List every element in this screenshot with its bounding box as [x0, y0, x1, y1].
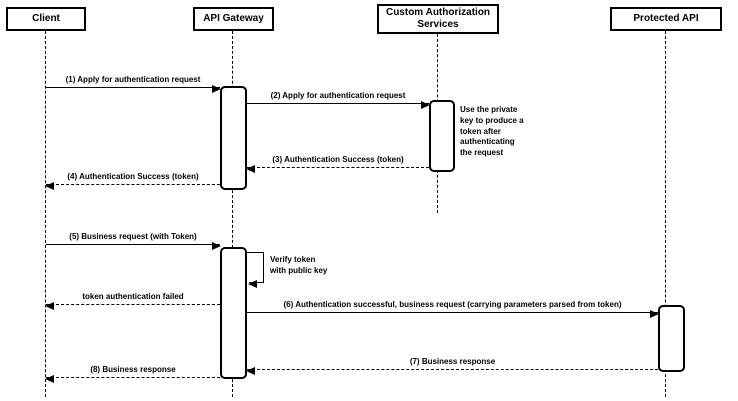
- message-2-arrow: [247, 100, 430, 109]
- self-message-label: Verify token with public key: [270, 255, 328, 275]
- api-gateway-activation-1: [220, 86, 247, 190]
- arrowhead-left-icon: [45, 374, 54, 383]
- message-3-label: (3) Authentication Success (token): [272, 155, 404, 164]
- participant-client: Client: [6, 7, 86, 31]
- message-failed-arrow: [45, 301, 220, 310]
- custom-auth-activation: [429, 100, 455, 172]
- message-failed-label: token authentication failed: [82, 292, 184, 301]
- participant-protected-api: Protected API: [610, 7, 722, 31]
- note-text: Use the private key to produce a token a…: [460, 105, 524, 158]
- message-3-arrow: [246, 164, 429, 173]
- api-gateway-activation-2: [220, 247, 247, 379]
- participant-custom-auth-label: Custom Authorization Services: [385, 6, 491, 31]
- participant-custom-auth: Custom Authorization Services: [377, 4, 499, 34]
- arrowhead-right-icon: [212, 241, 221, 250]
- protected-api-activation: [658, 305, 685, 372]
- message-5-arrow: [46, 241, 221, 250]
- participant-client-label: Client: [32, 12, 60, 24]
- arrowhead-left-icon: [246, 366, 255, 375]
- participant-api-gateway: API Gateway: [193, 7, 274, 31]
- arrowhead-right-icon: [650, 309, 659, 318]
- protected-api-lifeline: [665, 31, 666, 397]
- message-6-label: (6) Authentication successful, business …: [283, 300, 622, 309]
- message-8-arrow: [45, 374, 220, 383]
- message-6-arrow: [247, 309, 659, 318]
- self-message-return-segment: [248, 279, 264, 288]
- arrowhead-right-icon: [421, 100, 430, 109]
- arrowhead-left-icon: [45, 301, 54, 310]
- self-message-top-segment: [247, 252, 264, 253]
- message-4-label: (4) Authentication Success (token): [67, 172, 199, 181]
- self-message-right-segment: [263, 252, 264, 283]
- message-4-arrow: [45, 181, 220, 190]
- message-2-label: (2) Apply for authentication request: [270, 91, 406, 100]
- message-7-arrow: [246, 366, 658, 375]
- message-7-label: (7) Business response: [409, 357, 496, 366]
- arrowhead-left-icon: [45, 181, 54, 190]
- arrowhead-left-icon: [248, 279, 257, 288]
- message-5-label: (5) Business request (with Token): [69, 232, 197, 241]
- api-gateway-lifeline: [232, 31, 233, 397]
- message-1-label: (1) Apply for authentication request: [65, 75, 201, 84]
- client-lifeline: [45, 31, 46, 397]
- participant-protected-api-label: Protected API: [633, 12, 699, 24]
- arrowhead-right-icon: [212, 84, 221, 93]
- message-8-label: (8) Business response: [90, 365, 176, 374]
- message-1-arrow: [46, 84, 221, 93]
- participant-api-gateway-label: API Gateway: [203, 12, 264, 24]
- arrowhead-left-icon: [246, 164, 255, 173]
